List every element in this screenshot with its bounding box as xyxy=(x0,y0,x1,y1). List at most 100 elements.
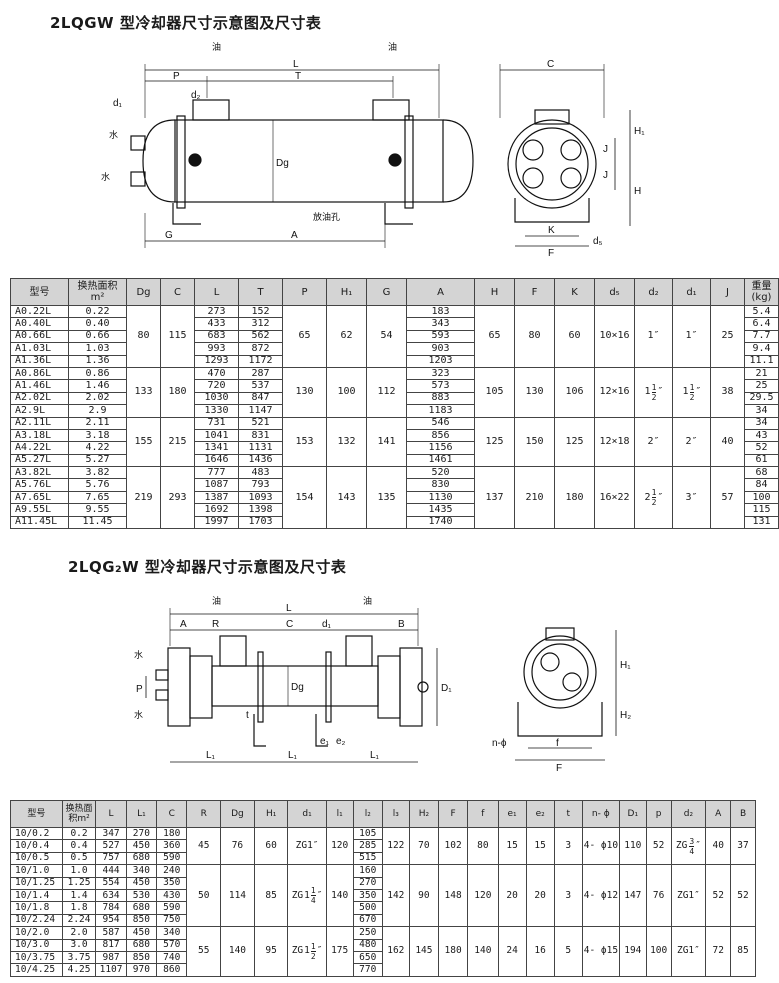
cell-T: 562 xyxy=(238,329,283,344)
cell-L: 444 xyxy=(95,864,127,878)
oil-label-4: 油 xyxy=(363,595,372,607)
cell-H1: 143 xyxy=(326,466,367,530)
cell-l1: 120 xyxy=(325,826,354,866)
cell-weight: 131 xyxy=(744,515,779,530)
oil-label-3: 油 xyxy=(212,595,221,607)
cell-weight: 9.4 xyxy=(744,342,779,356)
cell-L: 1997 xyxy=(194,515,239,530)
cell-L: 273 xyxy=(194,304,239,319)
cell-f: 140 xyxy=(467,926,499,977)
cell-C: 115 xyxy=(160,305,195,368)
cell-T: 1398 xyxy=(238,503,283,517)
cell-weight: 68 xyxy=(744,466,779,480)
cell-e2: 16 xyxy=(525,926,555,977)
cell-L: 1387 xyxy=(194,490,239,505)
cell-T: 1093 xyxy=(238,490,283,505)
cell-area: 1.03 xyxy=(68,342,127,356)
cell-model: A0.22L xyxy=(10,304,69,319)
cell-F: 102 xyxy=(437,826,469,866)
cell-l1: 140 xyxy=(325,864,354,928)
cell-L: 554 xyxy=(95,876,127,890)
cell-L: 347 xyxy=(95,826,127,841)
cell-J: 40 xyxy=(710,416,745,468)
shell-body xyxy=(174,119,444,203)
dim-H: H xyxy=(634,186,641,197)
cell-model: A0.66L xyxy=(10,329,69,344)
hdr2-model: 型号 xyxy=(10,800,63,828)
cell-D1: 110 xyxy=(618,826,647,866)
cell-area: 0.4 xyxy=(61,839,97,853)
cell-d2: ZG1″ xyxy=(670,926,707,977)
cell-H: 137 xyxy=(474,466,515,530)
cell-weight: 34 xyxy=(744,416,779,430)
cell-C: 590 xyxy=(156,901,188,915)
cell-T: 847 xyxy=(238,391,283,406)
cell-L: 784 xyxy=(95,901,127,915)
cell-A: 856 xyxy=(406,428,475,443)
dim-d2: d₂ xyxy=(191,90,201,101)
cell-F: 180 xyxy=(437,926,469,977)
cell-area: 11.45 xyxy=(68,515,127,530)
cell-H1: 60 xyxy=(253,826,289,866)
cell-L1: 530 xyxy=(125,888,158,903)
cell-model: A1.36L xyxy=(10,354,69,368)
cell-d1: 1″ xyxy=(672,305,711,368)
cell-model: 10/0.2 xyxy=(10,826,63,841)
cell-area: 5.27 xyxy=(68,453,127,468)
cell-weight: 7.7 xyxy=(744,329,779,344)
cell-L1: 850 xyxy=(125,950,158,965)
dim2-L: L xyxy=(286,603,292,614)
cell-f: 120 xyxy=(467,864,499,928)
cell-C: 215 xyxy=(160,416,195,468)
hdr-d1: d₁ xyxy=(672,278,711,306)
cell-model: A5.27L xyxy=(10,453,69,468)
cell-A: 343 xyxy=(406,317,475,331)
cell-L: 817 xyxy=(95,938,127,952)
hdr2-C: C xyxy=(156,800,188,828)
dim2-A: A xyxy=(180,619,187,630)
cell-d5: 12×18 xyxy=(594,416,635,468)
cell-L: 1341 xyxy=(194,441,239,455)
cell-A: 593 xyxy=(406,329,475,344)
hdr2-F: F xyxy=(437,800,469,828)
hdr-J: J xyxy=(710,278,745,306)
cell-C: 350 xyxy=(156,876,188,890)
hdr2-f: f xyxy=(467,800,499,828)
cell-K: 60 xyxy=(554,305,595,368)
cell-A: 1435 xyxy=(406,503,475,517)
cell-area: 3.75 xyxy=(61,950,97,965)
cell-J: 38 xyxy=(710,366,745,418)
cell-K: 125 xyxy=(554,416,595,468)
cell-C: 740 xyxy=(156,950,188,965)
cell-T: 831 xyxy=(238,428,283,443)
cell-model: A2.02L xyxy=(10,391,69,406)
cell-A: 1130 xyxy=(406,490,475,505)
hdr-L: L xyxy=(194,278,239,306)
cell-F: 150 xyxy=(514,416,555,468)
hdr2-A: A xyxy=(705,800,732,828)
cell-p: 76 xyxy=(645,864,672,928)
cell-C: 430 xyxy=(156,888,188,903)
cell-A: 1183 xyxy=(406,404,475,418)
dim-H1: H₁ xyxy=(634,126,645,137)
cell-area: 0.66 xyxy=(68,329,127,344)
cell-Dg: 155 xyxy=(126,416,161,468)
cell-A: 1740 xyxy=(406,515,475,530)
cell-G: 135 xyxy=(366,466,407,530)
hdr-Dg: Dg xyxy=(126,278,161,306)
dim-A: A xyxy=(291,230,298,241)
right-flange xyxy=(399,647,423,727)
cell-A: 1461 xyxy=(406,453,475,468)
left-head xyxy=(142,119,176,203)
hdr2-e1: e₁ xyxy=(497,800,527,828)
dim-d1: d₁ xyxy=(113,98,123,109)
cell-weight: 29.5 xyxy=(744,391,779,406)
hdr-d5: d₅ xyxy=(594,278,635,306)
section2-title: 2LQG₂W 型冷却器尺寸示意图及尺寸表 xyxy=(68,558,347,576)
dim-J1: J xyxy=(603,144,608,155)
cell-A: 1156 xyxy=(406,441,475,455)
